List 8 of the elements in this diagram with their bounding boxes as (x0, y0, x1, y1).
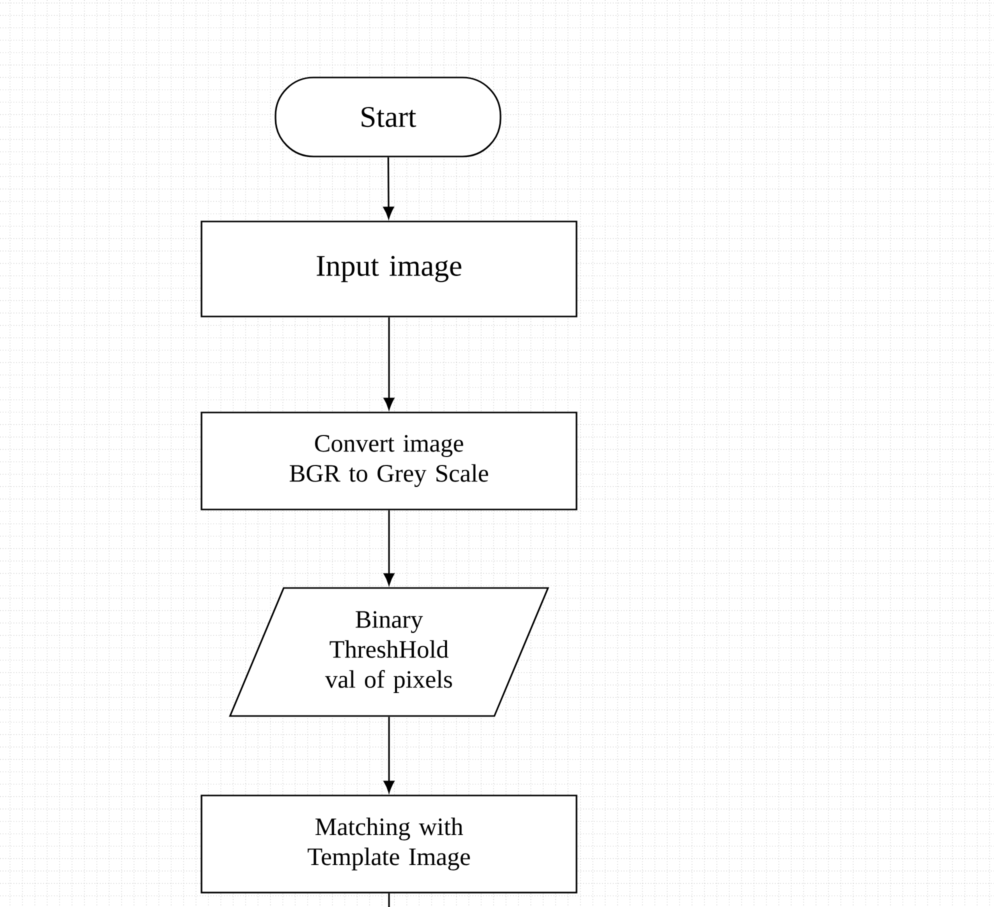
arrow (384, 716, 394, 793)
process-box: Convert image BGR to Grey Scale (200, 412, 578, 510)
arrow (383, 157, 394, 219)
process-box: Matching with Template Image (200, 794, 578, 894)
arrow (384, 510, 394, 586)
terminal-box: Start (274, 76, 502, 158)
process-box: Input image (200, 220, 578, 318)
arrow (384, 317, 394, 410)
